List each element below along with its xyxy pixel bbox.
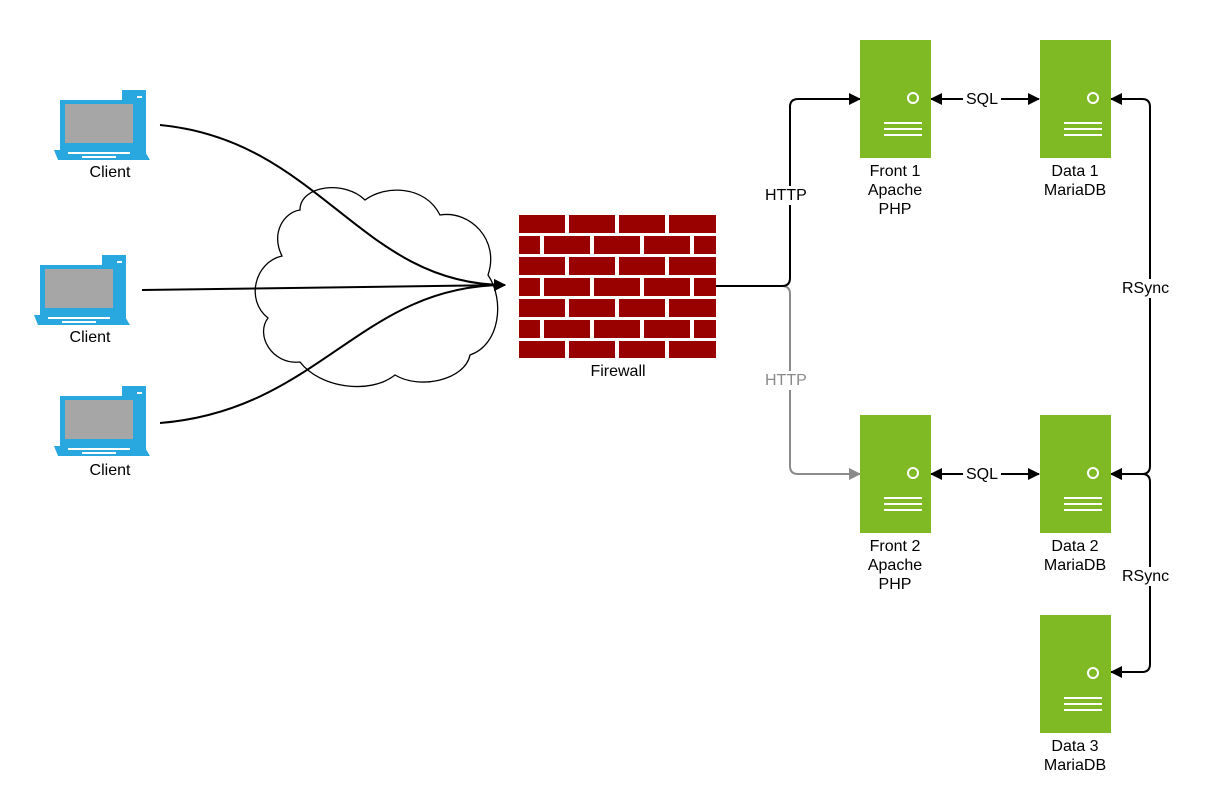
data-2-server-icon (1040, 415, 1111, 533)
data-3-label: Data 3 MariaDB (1015, 737, 1135, 775)
data-3-db: MariaDB (1043, 757, 1107, 774)
firewall-icon (519, 215, 716, 358)
front-2-server-icon (860, 415, 931, 533)
client-2-link (141, 279, 506, 292)
data-3-name: Data 3 (1051, 738, 1099, 755)
data-2-db: MariaDB (1043, 557, 1107, 574)
rsync-1-label: RSync (1119, 279, 1173, 298)
client-3-label: Client (89, 462, 131, 479)
sql-1-label: SQL (963, 90, 1002, 109)
rsync-2-label: RSync (1119, 567, 1173, 586)
data-1-db: MariaDB (1043, 182, 1107, 199)
front-1-label: Front 1 Apache PHP (835, 162, 955, 219)
client-3-icon (54, 386, 150, 456)
client-1-icon (54, 90, 150, 160)
front-2-label: Front 2 Apache PHP (835, 537, 955, 594)
front-1-server-icon (860, 40, 931, 158)
http-primary-label: HTTP (762, 186, 810, 205)
data-1-server-icon (1040, 40, 1111, 158)
data-2-label: Data 2 MariaDB (1015, 537, 1135, 575)
data-1-label: Data 1 MariaDB (1015, 162, 1135, 200)
front-1-web: Apache (867, 182, 923, 199)
data-1-name: Data 1 (1051, 163, 1099, 180)
http-secondary-label: HTTP (762, 371, 810, 390)
front-1-name: Front 1 (869, 163, 921, 180)
client-2-label: Client (69, 329, 111, 346)
client-1-link (159, 124, 506, 291)
front-1-lang: PHP (878, 201, 912, 218)
front-2-lang: PHP (878, 576, 912, 593)
sql-2-label: SQL (963, 465, 1002, 484)
client-3-link (159, 279, 506, 424)
front-2-name: Front 2 (869, 538, 921, 555)
data-2-name: Data 2 (1051, 538, 1099, 555)
client-1-label: Client (89, 164, 131, 181)
client-2-icon (34, 255, 130, 325)
front-2-web: Apache (867, 557, 923, 574)
data-3-server-icon (1040, 615, 1111, 733)
firewall-label: Firewall (590, 363, 646, 380)
